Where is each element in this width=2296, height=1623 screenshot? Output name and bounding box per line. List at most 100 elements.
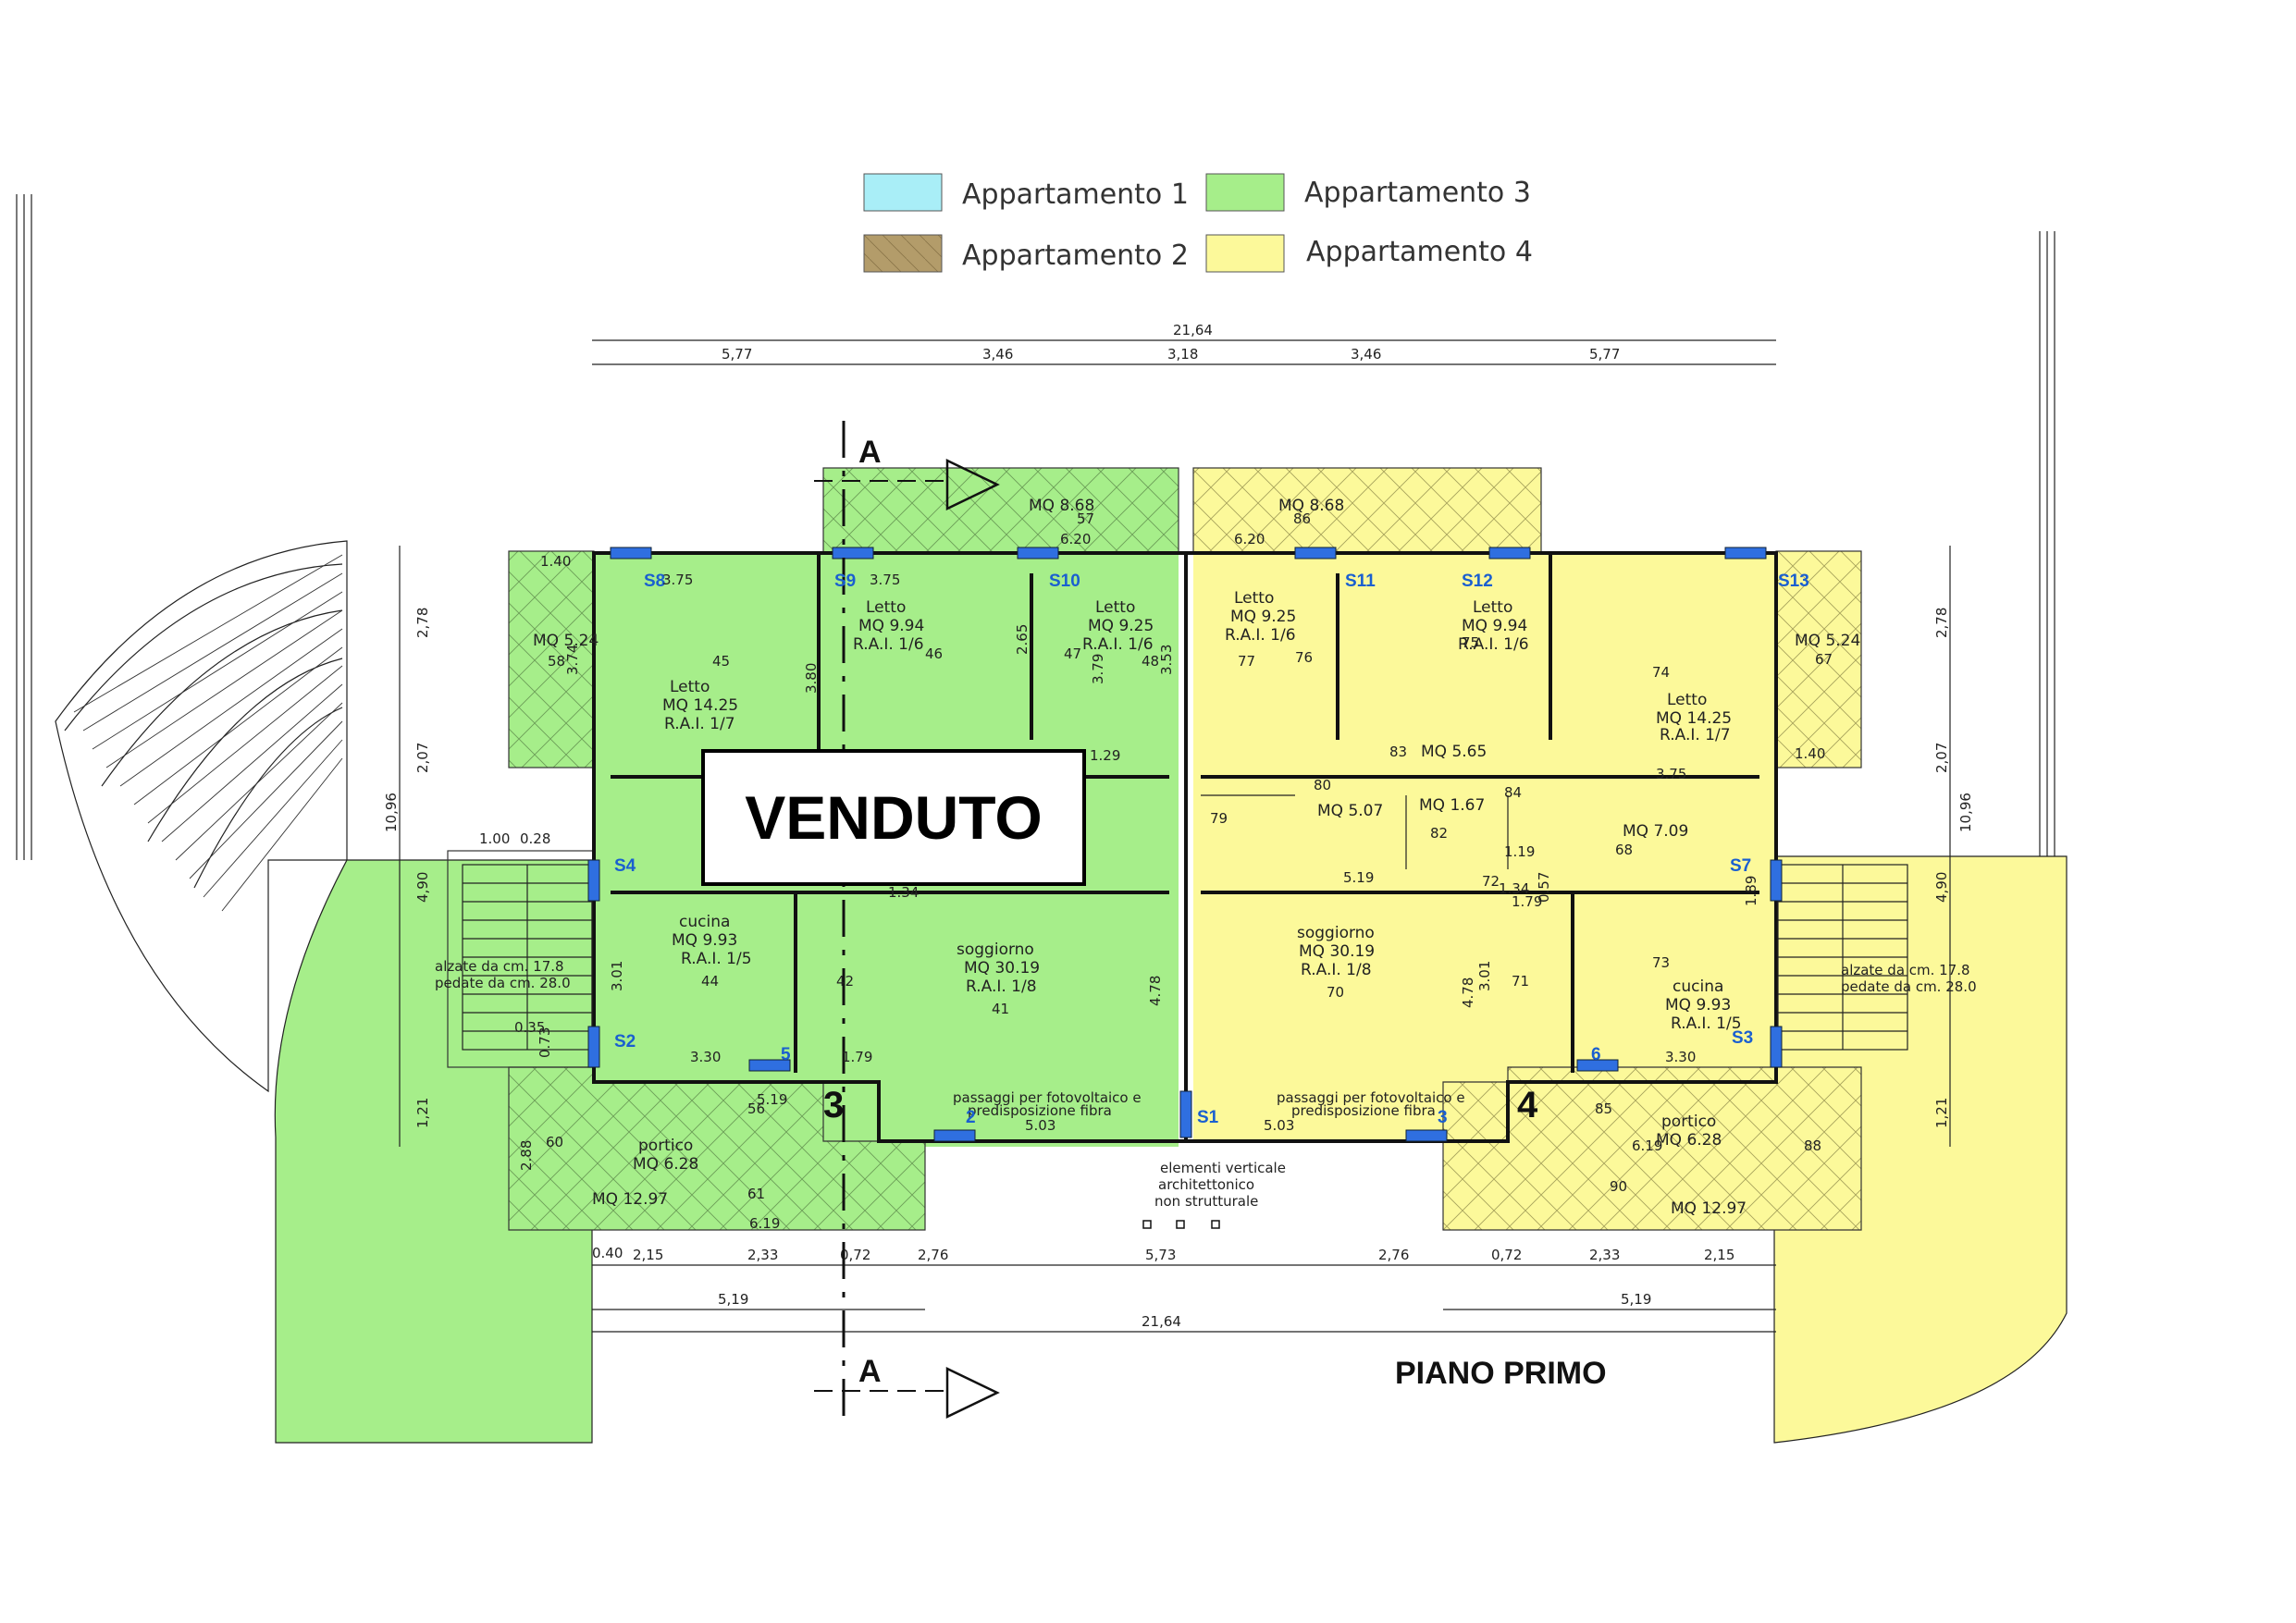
note-line-1: elementi verticale bbox=[1160, 1160, 1286, 1176]
room-portico-right-name: portico bbox=[1661, 1113, 1716, 1131]
room-num-l-5: 57 bbox=[1077, 510, 1094, 527]
room-terrazzo-side-right: MQ 5.24 bbox=[1795, 632, 1860, 650]
dims-top: 21,64 5,77 3,46 3,18 3,46 5,77 bbox=[592, 322, 1776, 365]
legend: Appartamento 1 Appartamento 2 Appartamen… bbox=[863, 173, 1533, 273]
note-line-2: architettonico bbox=[1158, 1176, 1254, 1193]
misc-dim-13: 5.03 bbox=[1025, 1117, 1055, 1134]
room-bagno2-right: MQ 7.09 bbox=[1623, 822, 1688, 841]
room-terrazzo-top-right: MQ 8.68 bbox=[1278, 497, 1344, 515]
misc-dim-6: 3.74 bbox=[564, 645, 581, 675]
misc-dim-10: 3.01 bbox=[609, 961, 625, 991]
dim-bottom-5: 5,73 bbox=[1145, 1247, 1176, 1263]
room-labels-right: Letto MQ 9.25 R.A.I. 1/6 Letto MQ 9.94 R… bbox=[1225, 497, 1860, 1218]
window-label-s4: S4 bbox=[614, 856, 636, 876]
window-label-s1: S1 bbox=[1197, 1108, 1219, 1127]
legend-label-1: Appartamento 1 bbox=[962, 178, 1189, 211]
dims-bottom: 2,15 2,33 0,72 2,76 5,73 2,76 0,72 2,33 … bbox=[592, 1247, 1776, 1333]
misc-dim-37: 1.34 bbox=[1499, 880, 1529, 897]
room-num-r-10: 90 bbox=[1610, 1178, 1627, 1195]
dim-bottom-half-left: 5,19 bbox=[718, 1291, 748, 1308]
room-letto-large-right-name: Letto bbox=[1667, 691, 1707, 709]
room-num-l-1: 46 bbox=[925, 646, 943, 662]
dim-side-a-right: 2,78 bbox=[1933, 608, 1950, 638]
stair-left bbox=[462, 864, 593, 1051]
misc-dim-28: 5.19 bbox=[1343, 869, 1374, 886]
misc-dim-32: 6.20 bbox=[1234, 531, 1265, 547]
misc-dim-11: 3.30 bbox=[690, 1049, 721, 1065]
room-portico-large-right: MQ 12.97 bbox=[1671, 1199, 1747, 1218]
room-num-r-18: 68 bbox=[1615, 842, 1633, 858]
room-letto-small-left-area: MQ 9.25 bbox=[1088, 617, 1154, 635]
room-num-r-7: 70 bbox=[1327, 984, 1344, 1001]
window-label-s3: S3 bbox=[1732, 1028, 1753, 1048]
site-lines bbox=[16, 194, 2055, 860]
dim-bottom-8: 2,33 bbox=[1589, 1247, 1620, 1263]
fibra-right-1: passaggi per fotovoltaico e bbox=[1277, 1089, 1465, 1106]
stair-note-right-1: alzate da cm. 17.8 bbox=[1841, 962, 1970, 978]
window-label-s10: S10 bbox=[1049, 572, 1080, 591]
room-letto-small-right-name: Letto bbox=[1234, 589, 1274, 608]
room-labels-left: Letto MQ 14.25 R.A.I. 1/7 Letto MQ 9.94 … bbox=[533, 497, 1154, 1209]
room-letto-mid-left-rai: R.A.I. 1/6 bbox=[853, 635, 924, 654]
stair-note-left-1: alzate da cm. 17.8 bbox=[435, 958, 564, 975]
dim-bottom-9: 2,15 bbox=[1704, 1247, 1734, 1263]
dim-top-total: 21,64 bbox=[1173, 322, 1213, 338]
misc-dim-25: 0.28 bbox=[520, 830, 550, 847]
dim-side-c-right: 4,90 bbox=[1933, 872, 1950, 903]
section-label-top: A bbox=[858, 435, 882, 470]
window-label-s7: S7 bbox=[1730, 856, 1751, 876]
room-letto-small-left-rai: R.A.I. 1/6 bbox=[1082, 635, 1154, 654]
room-num-r-1: 76 bbox=[1295, 649, 1313, 666]
stair-right bbox=[1777, 864, 1908, 1051]
room-cucina-left-name: cucina bbox=[679, 913, 730, 931]
misc-dim-4: 3.79 bbox=[1090, 654, 1106, 684]
room-ripostiglio-right: MQ 1.67 bbox=[1419, 796, 1485, 815]
dim-side-total-left: 10,96 bbox=[383, 793, 400, 832]
room-cucina-left-area: MQ 9.93 bbox=[672, 931, 737, 950]
floor-title: PIANO PRIMO bbox=[1395, 1356, 1607, 1391]
room-num-r-5: 86 bbox=[1293, 510, 1311, 527]
dim-bottom-1: 2,15 bbox=[633, 1247, 663, 1263]
room-num-l-3: 48 bbox=[1142, 653, 1159, 670]
room-terrazzo-top-left: MQ 8.68 bbox=[1029, 497, 1094, 515]
room-letto-large-left-rai: R.A.I. 1/7 bbox=[664, 715, 735, 733]
misc-dim-26: 0.40 bbox=[592, 1245, 623, 1261]
dim-side-b-left: 2,07 bbox=[414, 743, 431, 773]
misc-dim-2: 3.80 bbox=[803, 663, 820, 694]
room-num-r-12: 80 bbox=[1314, 777, 1331, 793]
room-num-l-9: 60 bbox=[546, 1134, 563, 1150]
room-num-r-15: 82 bbox=[1430, 825, 1448, 842]
fibra-left-2: predisposizione fibra bbox=[968, 1102, 1112, 1119]
misc-dim-24: 1.00 bbox=[479, 830, 510, 847]
window-label-2: 2 bbox=[966, 1108, 976, 1127]
room-num-r-17: 79 bbox=[1210, 810, 1228, 827]
misc-dim-3: 2.65 bbox=[1014, 624, 1031, 655]
room-portico-right-area: MQ 6.28 bbox=[1656, 1131, 1722, 1150]
dim-bottom-7: 0,72 bbox=[1491, 1247, 1522, 1263]
room-letto-mid-right-area: MQ 9.94 bbox=[1462, 617, 1527, 635]
dim-bottom-half-right: 5,19 bbox=[1621, 1291, 1651, 1308]
dim-bottom-2: 2,33 bbox=[747, 1247, 778, 1263]
garden-right bbox=[1773, 855, 2068, 1444]
dim-side-d-left: 1,21 bbox=[414, 1098, 431, 1128]
curved-ramp bbox=[55, 540, 348, 1093]
room-num-l-0: 45 bbox=[712, 653, 730, 670]
section-label-bottom: A bbox=[858, 1354, 882, 1389]
misc-dim-22: 0.35 bbox=[514, 1019, 545, 1036]
room-letto-small-right-rai: R.A.I. 1/6 bbox=[1225, 626, 1296, 645]
misc-dim-5: 3.53 bbox=[1158, 645, 1175, 675]
dim-bottom-3: 0,72 bbox=[840, 1247, 870, 1263]
window-label-s9: S9 bbox=[834, 572, 856, 591]
window-label-3: 3 bbox=[1438, 1108, 1448, 1127]
room-portico-left-name: portico bbox=[638, 1137, 693, 1155]
dim-top-5: 5,77 bbox=[1589, 346, 1620, 363]
window-label-s12: S12 bbox=[1462, 572, 1493, 591]
dim-side-d-right: 1,21 bbox=[1933, 1098, 1950, 1128]
room-soggiorno-left-area: MQ 30.19 bbox=[964, 959, 1040, 977]
window-label-5: 5 bbox=[781, 1045, 791, 1064]
window-label-s11: S11 bbox=[1345, 572, 1376, 591]
dim-bottom-4: 2,76 bbox=[918, 1247, 948, 1263]
room-cucina-right-name: cucina bbox=[1673, 977, 1723, 996]
room-soggiorno-right-rai: R.A.I. 1/8 bbox=[1301, 961, 1372, 979]
